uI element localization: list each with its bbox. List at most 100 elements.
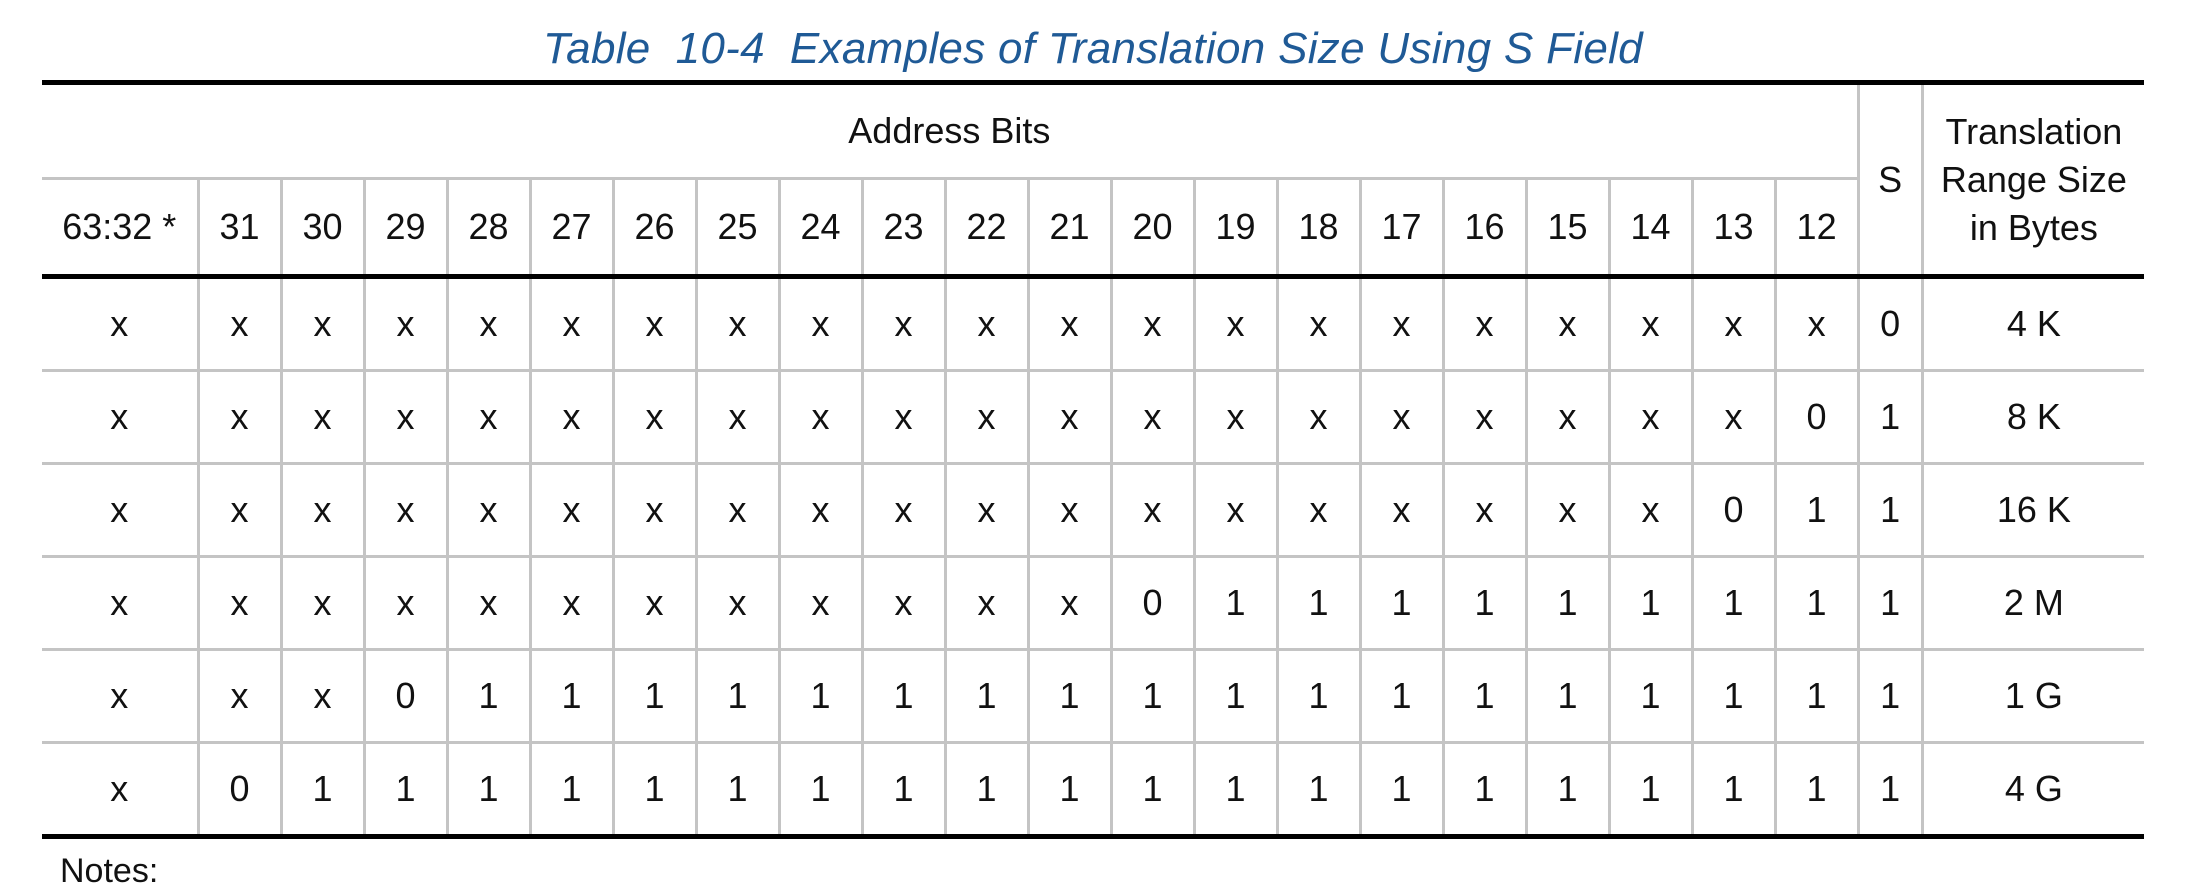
bit-cell: 1 <box>1192 555 1277 650</box>
bit-cell: x <box>279 369 364 464</box>
bit-cell: x <box>860 274 945 371</box>
range-size-cell: 2 M <box>1920 555 2145 650</box>
bit-cell: x <box>362 369 447 464</box>
bit-cell: x <box>694 462 779 557</box>
s-field-cell: 1 <box>1856 648 1923 743</box>
bit-column-header: 14 <box>1607 177 1692 277</box>
bit-cell: x <box>611 555 696 650</box>
bit-cell: x <box>42 274 198 371</box>
range-size-header: Translation Range Size in Bytes <box>1920 80 2145 277</box>
translation-size-table: Address Bits S Translation Range Size in… <box>42 80 2145 839</box>
bit-cell: 1 <box>1109 648 1194 743</box>
bit-cell: 1 <box>1109 741 1194 839</box>
bit-cell: 0 <box>1690 462 1775 557</box>
bit-column-header: 30 <box>279 177 364 277</box>
table-caption: Table 10-4 Examples of Translation Size … <box>543 24 1643 73</box>
bit-cell: x <box>1441 369 1526 464</box>
bit-cell: x <box>943 555 1028 650</box>
bit-cell: 1 <box>1358 648 1443 743</box>
bit-cell: 1 <box>611 648 696 743</box>
bit-cell: x <box>694 369 779 464</box>
bit-cell: 1 <box>1275 741 1360 839</box>
bit-cell: x <box>445 555 530 650</box>
bit-cell: 1 <box>1358 555 1443 650</box>
bit-cell: 1 <box>1192 741 1277 839</box>
bit-cell: x <box>777 274 862 371</box>
bit-cell: x <box>196 555 281 650</box>
bit-cell: x <box>694 274 779 371</box>
bit-cell: x <box>196 648 281 743</box>
bit-cell: 0 <box>1773 369 1859 464</box>
bit-cell: x <box>1358 462 1443 557</box>
bit-column-header: 20 <box>1109 177 1194 277</box>
bit-column-header: 15 <box>1524 177 1609 277</box>
bit-cell: x <box>1607 274 1692 371</box>
bit-cell: x <box>42 369 198 464</box>
bit-cell: 1 <box>1524 648 1609 743</box>
bit-column-header: 26 <box>611 177 696 277</box>
bit-cell: x <box>694 555 779 650</box>
bit-cell: 1 <box>528 648 613 743</box>
bit-column-header: 63:32 * <box>42 177 198 277</box>
bit-column-header: 29 <box>362 177 447 277</box>
bit-cell: x <box>611 274 696 371</box>
bit-cell: 1 <box>860 648 945 743</box>
bit-cell: 0 <box>1109 555 1194 650</box>
bit-cell: 1 <box>1773 555 1859 650</box>
bit-cell: 1 <box>1441 648 1526 743</box>
bit-cell: 1 <box>694 741 779 839</box>
bit-column-header: 18 <box>1275 177 1360 277</box>
s-field-cell: 1 <box>1856 555 1923 650</box>
bit-cell: x <box>1358 274 1443 371</box>
bit-cell: x <box>1607 462 1692 557</box>
bit-cell: 1 <box>1607 648 1692 743</box>
bit-cell: x <box>279 462 364 557</box>
bit-cell: x <box>1026 462 1111 557</box>
bit-cell: 1 <box>445 741 530 839</box>
bit-cell: x <box>1026 555 1111 650</box>
bit-cell: 1 <box>1026 648 1111 743</box>
bit-cell: 1 <box>1690 741 1775 839</box>
bit-column-header: 25 <box>694 177 779 277</box>
bit-cell: 1 <box>1524 555 1609 650</box>
bit-column-header: 17 <box>1358 177 1443 277</box>
bit-cell: 1 <box>943 648 1028 743</box>
bit-cell: x <box>943 369 1028 464</box>
bit-cell: 1 <box>1192 648 1277 743</box>
range-size-header-line: Range Size <box>1940 158 2127 200</box>
bit-column-header: 28 <box>445 177 530 277</box>
bit-cell: 1 <box>1026 741 1111 839</box>
range-size-header-line: in Bytes <box>1969 206 2098 248</box>
bit-cell: x <box>1690 274 1775 371</box>
bit-cell: x <box>1275 274 1360 371</box>
address-bits-header: Address Bits <box>42 80 1859 179</box>
bit-cell: 1 <box>860 741 945 839</box>
bit-cell: 0 <box>362 648 447 743</box>
bit-cell: x <box>860 555 945 650</box>
bit-cell: x <box>943 274 1028 371</box>
bit-cell: 1 <box>694 648 779 743</box>
bit-cell: 1 <box>362 741 447 839</box>
bit-cell: x <box>611 462 696 557</box>
s-field-header: S <box>1856 80 1923 277</box>
bit-cell: 1 <box>777 741 862 839</box>
bit-cell: x <box>777 462 862 557</box>
bit-cell: x <box>42 741 198 839</box>
header-row-group: Address Bits S Translation Range Size in… <box>42 80 2145 277</box>
range-size-header-line: Translation <box>1945 110 2123 152</box>
bit-cell: 1 <box>1607 555 1692 650</box>
s-field-cell: 1 <box>1856 462 1923 557</box>
bit-column-header: 12 <box>1773 177 1859 277</box>
bit-cell: 1 <box>1607 741 1692 839</box>
bit-cell: 1 <box>1773 741 1859 839</box>
bit-cell: x <box>42 648 198 743</box>
bit-column-header: 19 <box>1192 177 1277 277</box>
bit-cell: 1 <box>1690 648 1775 743</box>
bit-cell: x <box>1524 274 1609 371</box>
bit-cell: x <box>860 462 945 557</box>
bit-cell: x <box>1358 369 1443 464</box>
